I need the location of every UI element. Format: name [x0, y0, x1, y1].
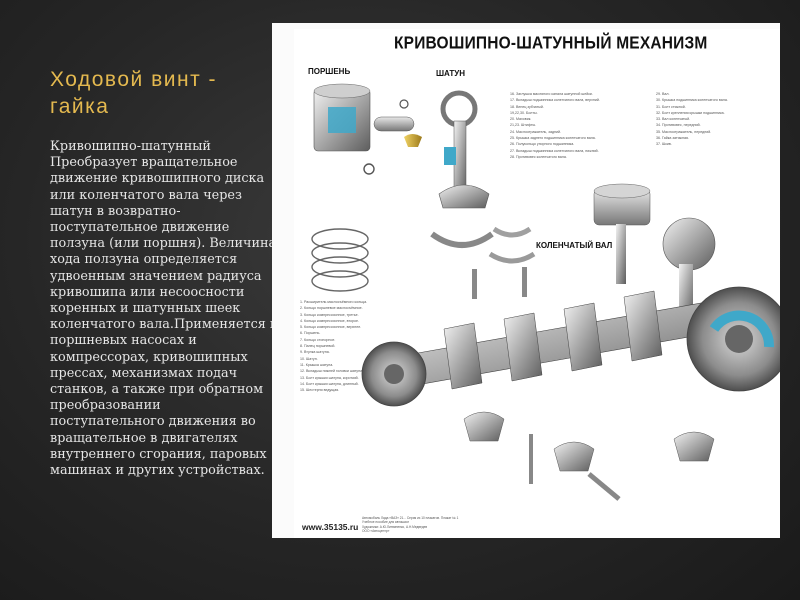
- footer-line: Автомобиль Лада «ВАЗ» 21... Серия из 10 …: [362, 515, 459, 520]
- legend-item: 26. Полукольцо упорного подшипника.: [510, 142, 575, 147]
- legend-item: 20. Маховик.: [510, 117, 532, 122]
- legend-item: 11. Крышка шатуна.: [300, 362, 334, 367]
- crankshaft-group: [361, 183, 780, 501]
- legend-item: 4. Кольцо компрессионное, второе.: [300, 318, 360, 323]
- legend-item: 27. Вкладыш подшипника коленчатого вала,…: [510, 148, 599, 153]
- piston-group: [311, 83, 415, 292]
- section-label-rod: ШАТУН: [436, 69, 466, 78]
- legend-item: 37. Шкив.: [656, 142, 672, 147]
- legend-item: 13. Болт крышки шатуна, короткий.: [300, 375, 359, 380]
- legend-item: 14. Болт крышки шатуна, длинный.: [300, 381, 359, 386]
- section-label-crankshaft: КОЛЕНЧАТЫЙ ВАЛ: [536, 241, 613, 250]
- legend-item: 15. Шестерня ведущая.: [300, 388, 340, 393]
- legend-item: 33. Вал коленчатый.: [656, 117, 691, 122]
- section-label-piston: ПОРШЕНЬ: [308, 67, 351, 76]
- legend-item: 17. Вкладыш подшипника коленчатого вала,…: [510, 98, 600, 103]
- poster-title: КРИВОШИПНО-ШАТУННЫЙ МЕХАНИЗМ: [394, 33, 708, 54]
- legend-column-right: 29. Вал. 30. Крышка подшипника коленчатог…: [656, 91, 728, 148]
- legend-item: 8. Палец поршневой.: [300, 344, 336, 349]
- legend-item: 24. Маслоотражатель, задний.: [510, 129, 562, 134]
- legend-column-middle: 16. Заглушка масляного канала шатунной ш…: [510, 91, 600, 160]
- legend-item: 7. Кольцо стопорное.: [300, 337, 336, 342]
- legend-item: 19,22,30. Болты.: [510, 110, 538, 115]
- legend-item: 12. Вкладыш нижней головки шатуна.: [300, 369, 364, 374]
- legend-item: 1. Расширитель маслосъёмного кольца.: [300, 300, 368, 304]
- legend-item: 18. Венец зубчатый.: [510, 104, 544, 109]
- crank-mechanism-poster: КРИВОШИПНО-ШАТУННЫЙ МЕХАНИЗМ: [272, 23, 780, 538]
- legend-item: 5. Кольцо компрессионное, верхнее.: [300, 325, 362, 330]
- legend-item: 32. Болт крепления крышки подшипника.: [656, 110, 725, 115]
- poster-footer-text: Автомобиль Лада «ВАЗ» 21... Серия из 10 …: [362, 516, 458, 534]
- poster-sheet: КРИВОШИПНО-ШАТУННЫЙ МЕХАНИЗМ: [294, 29, 780, 538]
- footer-line: ООО «Автоцентр»: [362, 529, 390, 534]
- footer-line: Учебное пособие для автошкол: [362, 520, 410, 525]
- slide-title: Ходовой винт - гайка: [50, 68, 218, 118]
- legend-item: 30. Крышка подшипника коленчатого вала.: [656, 98, 728, 103]
- legend-item: 28. Противовес коленчатого вала.: [510, 154, 567, 159]
- legend-item: 21,23. Штифты.: [510, 123, 537, 128]
- legend-item: 9. Втулка шатуна.: [300, 350, 330, 355]
- legend-item: 6. Поршень.: [300, 331, 321, 336]
- legend-item: 34. Противовес, передний.: [656, 123, 701, 128]
- legend-item: 2. Кольцо поршневое маслосъёмное.: [300, 306, 363, 311]
- legend-item: 29. Вал.: [656, 92, 670, 96]
- connecting-rod-group: [404, 90, 536, 299]
- legend-item: 10. Шатун.: [300, 356, 318, 361]
- legend-column-left: 1. Расширитель маслосъёмного кольца. 2. К…: [300, 299, 367, 393]
- mechanism-illustration: [311, 83, 780, 501]
- legend-item: 16. Заглушка масляного канала шатунной ш…: [510, 92, 593, 96]
- slide-body-text: Кривошипно-шатунный Преобразует вращател…: [50, 139, 278, 479]
- legend-item: 31. Болт стяжной.: [656, 104, 686, 109]
- legend-item: 35. Маслоотражатель, передний.: [656, 129, 712, 134]
- legend-item: 36. Гайка затяжная.: [656, 136, 689, 141]
- legend-item: 3. Кольцо компрессионное, третье.: [300, 312, 359, 317]
- footer-line: Художники: А.Ю.Литвиненко, А.Н.Медведев: [362, 524, 428, 529]
- legend-item: 25. Крышка заднего подшипника коленчатог…: [510, 136, 596, 141]
- poster-footer-url: www.35135.ru: [302, 522, 359, 532]
